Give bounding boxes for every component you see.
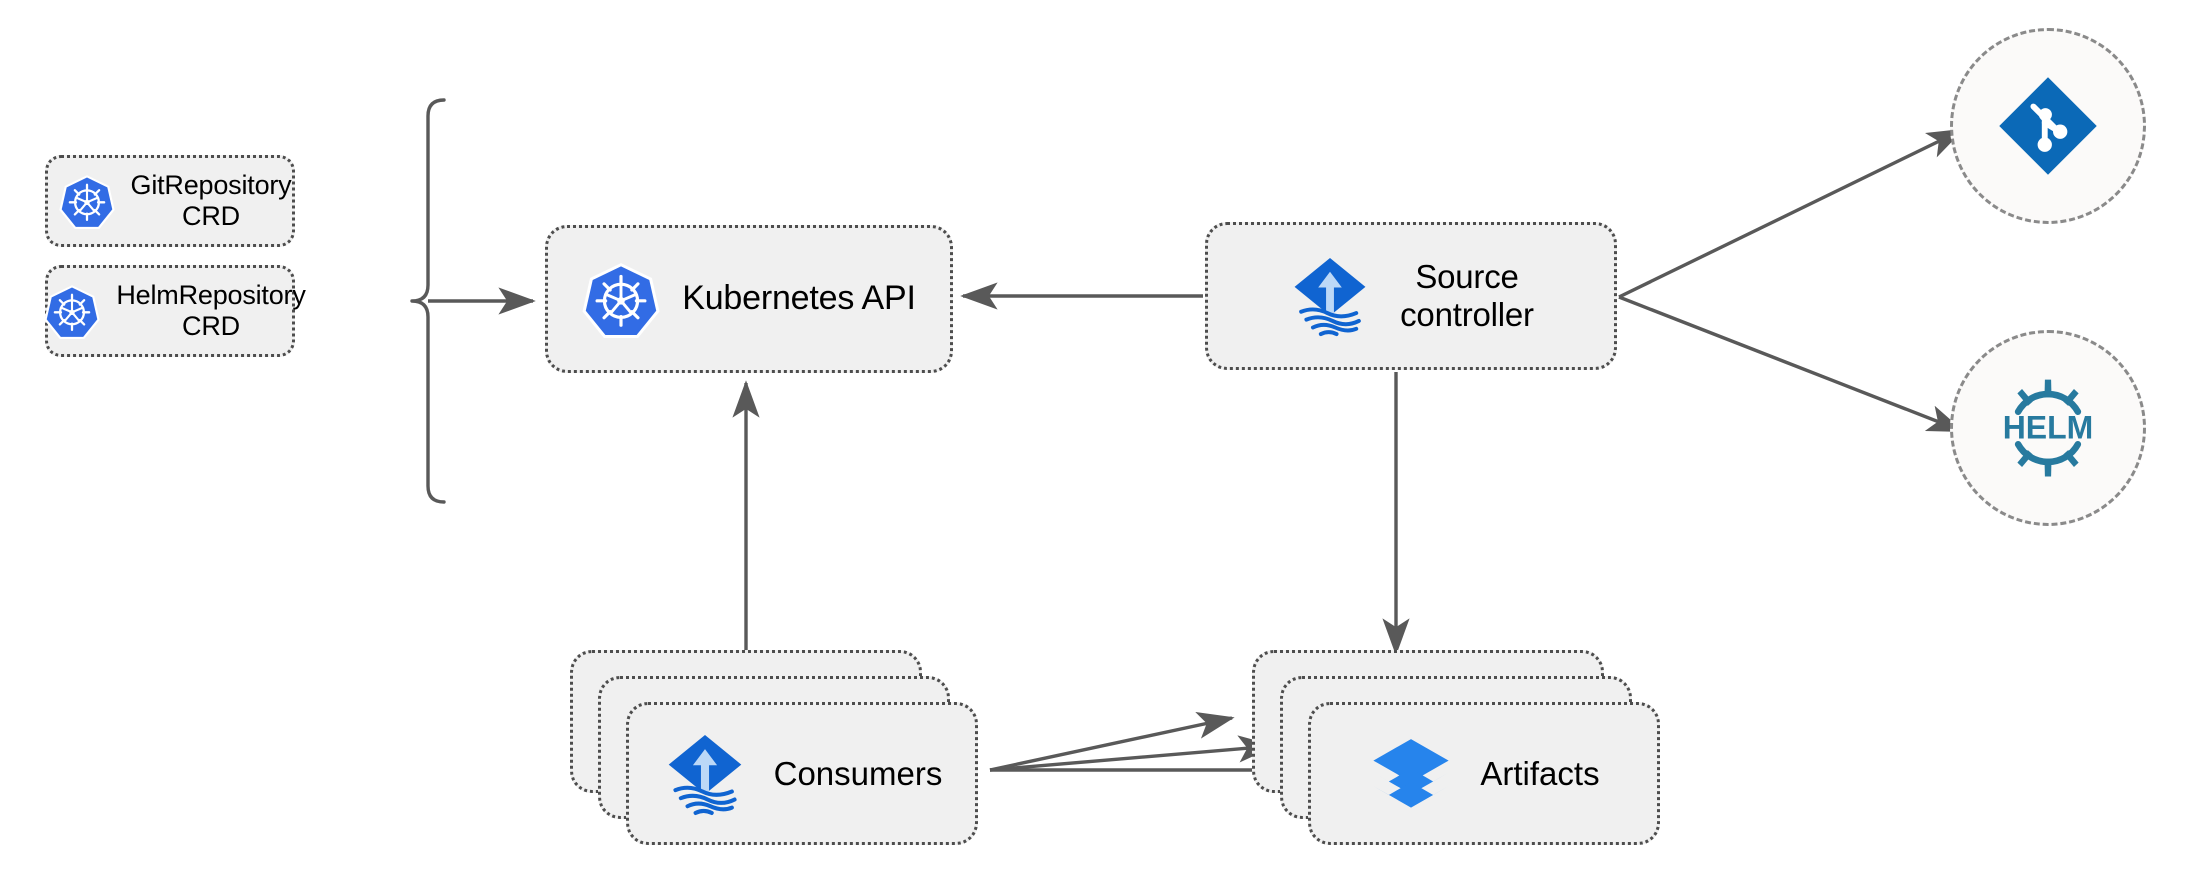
- node-label: GitRepository CRD: [130, 169, 292, 231]
- artifacts-card-front[interactable]: Artifacts: [1308, 702, 1660, 845]
- consumers-card-front[interactable]: Consumers: [626, 702, 978, 845]
- node-label: Consumers: [773, 754, 943, 792]
- node-label: Artifacts: [1480, 754, 1600, 792]
- node-label: Kubernetes API: [682, 279, 916, 318]
- kubernetes-icon: [582, 260, 660, 338]
- node-label: Source controller: [1400, 257, 1534, 333]
- edge-consumers-to-artifacts-middle: [989, 735, 1276, 772]
- node-helm-repository[interactable]: HELM: [1950, 330, 2146, 526]
- node-artifacts[interactable]: Artifacts: [1252, 650, 1682, 855]
- node-gitrepository-crd[interactable]: GitRepository CRD: [45, 155, 295, 247]
- helm-icon: HELM: [1986, 366, 2110, 490]
- crd-group-brace: [410, 98, 536, 504]
- layers-icon: [1368, 731, 1454, 817]
- node-consumers[interactable]: Consumers: [570, 650, 1000, 855]
- flux-icon: [662, 731, 748, 817]
- kubernetes-icon: [58, 173, 115, 229]
- helm-wordmark: HELM: [2003, 409, 2094, 445]
- kubernetes-icon: [44, 283, 101, 339]
- flux-icon: [1288, 254, 1372, 338]
- git-icon: [1996, 74, 2100, 178]
- node-kubernetes-api[interactable]: Kubernetes API: [545, 225, 953, 373]
- node-git-repository[interactable]: [1950, 28, 2146, 224]
- node-label: HelmRepository CRD: [116, 279, 306, 341]
- edge-consumers-to-artifacts-top: [989, 711, 1235, 772]
- node-source-controller[interactable]: Source controller: [1205, 222, 1617, 370]
- node-helmrepository-crd[interactable]: HelmRepository CRD: [44, 265, 306, 357]
- edge-source-controller-to-git: [1618, 128, 1965, 299]
- edge-source-controller-to-helm: [1618, 295, 1965, 433]
